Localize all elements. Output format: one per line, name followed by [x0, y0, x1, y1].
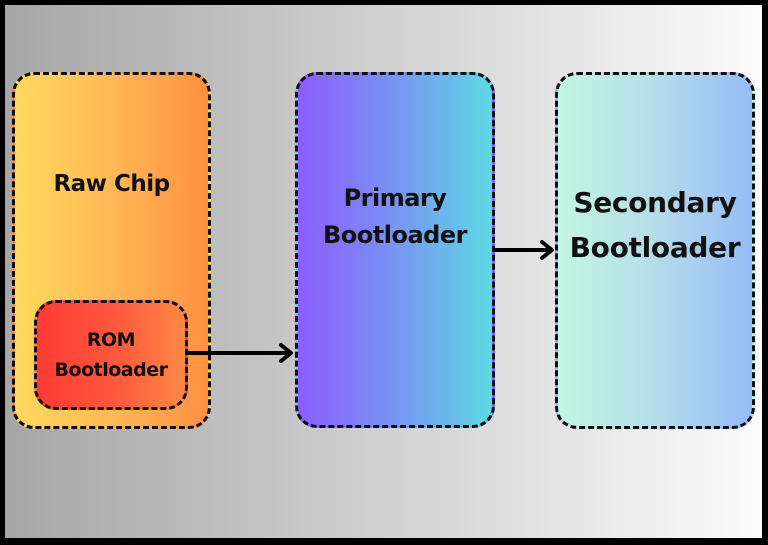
primary-bootloader-node: Primary Bootloader — [295, 72, 495, 428]
secondary-bootloader-node: Secondary Bootloader — [555, 72, 755, 429]
raw-chip-label: Raw Chip — [53, 171, 170, 197]
rom-bootloader-label-line1: ROM — [86, 329, 136, 351]
primary-bootloader-label-line1: Primary — [343, 184, 447, 212]
rom-bootloader-label-line2: Bootloader — [54, 359, 168, 381]
rom-bootloader-node: ROM Bootloader — [34, 300, 188, 410]
secondary-bootloader-label-line1: Secondary — [573, 185, 737, 219]
secondary-bootloader-label-line2: Bootloader — [569, 230, 741, 264]
primary-bootloader-label-line2: Bootloader — [323, 221, 467, 249]
